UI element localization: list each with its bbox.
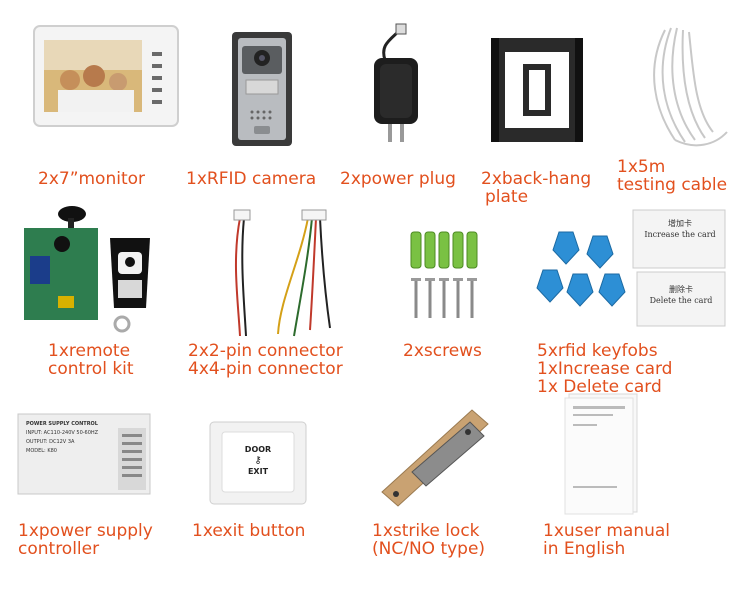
increase-card-cn: 增加卡 xyxy=(668,219,692,228)
power-supply-item: POWER SUPPLY CONTROL INPUT: AC110-240V 5… xyxy=(0,400,190,600)
psu-title: POWER SUPPLY CONTROL xyxy=(26,421,98,427)
power-supply-caption-line-1: 1xpower supply xyxy=(18,521,153,541)
connectors-item: 2x2-pin connector 4x4-pin connector xyxy=(180,200,395,385)
manual-icon xyxy=(564,393,638,515)
user-manual-caption-line-2: in English xyxy=(543,539,626,559)
back-hang-plate-caption-line-2: plate xyxy=(485,187,529,207)
power-supply-icon xyxy=(17,413,151,495)
delete-card: 删除卡 Delete the card xyxy=(639,284,723,306)
screws-caption: 2xscrews xyxy=(403,342,482,360)
exit-button-caption: 1xexit button xyxy=(192,522,305,540)
exit-label-door: DOOR xyxy=(244,445,272,454)
testing-cable-caption-line-2: testing cable xyxy=(617,175,728,195)
user-manual-caption: 1xuser manual in English xyxy=(543,522,670,558)
camera-item: 1xRFID camera xyxy=(180,0,340,200)
psu-output: OUTPUT: DC12V 3A xyxy=(26,439,75,445)
power-supply-caption-line-2: controller xyxy=(18,539,100,559)
power-plug-item: 2xpower plug xyxy=(340,0,480,200)
strike-lock-caption-line-2: (NC/NO type) xyxy=(372,539,486,559)
remote-control-kit-caption: 1xremote control kit xyxy=(48,342,134,378)
strike-lock-icon xyxy=(381,409,489,507)
screw-icon xyxy=(410,231,478,318)
testing-cable-caption-line-1: 1x5m xyxy=(617,157,666,177)
delete-card-cn: 删除卡 xyxy=(669,285,693,294)
power-supply-caption: 1xpower supply controller xyxy=(18,522,153,558)
monitor-item: 2x7”monitor xyxy=(0,0,180,200)
remote-icon xyxy=(24,206,150,333)
psu-input: INPUT: AC110-240V 50-60HZ xyxy=(26,430,99,436)
connectors-caption-line-2: 4x4-pin connector xyxy=(188,359,343,379)
screws-item: 2xscrews xyxy=(395,200,525,385)
power-plug-icon xyxy=(374,23,418,142)
exit-button-face: DOOR ⚷ EXIT xyxy=(222,444,294,477)
monitor-caption-line-1: 2x7”monitor xyxy=(38,169,146,189)
keyfobs-caption-line-3: 1x Delete card xyxy=(537,377,662,397)
camera-icon xyxy=(232,32,292,146)
exit-label-exit: EXIT xyxy=(247,467,269,476)
keyfob-icon xyxy=(536,209,726,327)
monitor-caption: 2x7”monitor xyxy=(38,170,145,188)
power-plug-caption: 2xpower plug xyxy=(340,170,456,188)
wire-connector-icon xyxy=(233,209,331,337)
increase-card: 增加卡 Increase the card xyxy=(637,218,723,240)
exit-button-item: DOOR ⚷ EXIT 1xexit button xyxy=(190,400,360,600)
connectors-caption-line-1: 2x2-pin connector xyxy=(188,341,343,361)
testing-cable-caption: 1x5m testing cable xyxy=(617,158,727,194)
connectors-caption: 2x2-pin connector 4x4-pin connector xyxy=(188,342,343,378)
psu-model: MODEL: K80 xyxy=(26,448,57,454)
camera-caption-line-1: 1xRFID camera xyxy=(186,169,317,189)
monitor-icon xyxy=(33,25,179,127)
increase-card-en: Increase the card xyxy=(644,230,716,239)
exit-button-icon xyxy=(209,421,307,505)
exit-button-caption-line-1: 1xexit button xyxy=(192,521,306,541)
user-manual-item: 1xuser manual in English xyxy=(535,390,750,600)
cable-icon xyxy=(653,27,728,147)
keyfobs-caption: 5xrfid keyfobs 1xIncrease card 1x Delete… xyxy=(537,342,672,396)
key-icon: ⚷ xyxy=(254,455,262,466)
camera-caption: 1xRFID camera xyxy=(186,170,316,188)
bracket-icon xyxy=(491,38,583,142)
keyfobs-caption-line-2: 1xIncrease card xyxy=(537,359,673,379)
strike-lock-caption-line-1: 1xstrike lock xyxy=(372,521,480,541)
remote-control-kit-caption-line-1: 1xremote xyxy=(48,341,131,361)
remote-control-kit-item: 1xremote control kit xyxy=(0,200,180,385)
back-hang-plate-caption: 2xback-hang plate xyxy=(481,170,591,206)
delete-card-en: Delete the card xyxy=(649,296,713,305)
user-manual-caption-line-1: 1xuser manual xyxy=(543,521,671,541)
back-hang-plate-caption-line-1: 2xback-hang xyxy=(481,169,592,189)
keyfobs-item: 增加卡 Increase the card 删除卡 Delete the car… xyxy=(525,200,750,400)
power-plug-caption-line-1: 2xpower plug xyxy=(340,169,456,189)
screws-caption-line-1: 2xscrews xyxy=(403,341,482,361)
testing-cable-item: 1x5m testing cable xyxy=(615,0,750,200)
strike-lock-caption: 1xstrike lock (NC/NO type) xyxy=(372,522,485,558)
back-hang-plate-item: 2xback-hang plate xyxy=(475,0,615,210)
strike-lock-item: 1xstrike lock (NC/NO type) xyxy=(360,400,535,600)
psu-label: POWER SUPPLY CONTROL INPUT: AC110-240V 5… xyxy=(26,420,98,456)
remote-control-kit-caption-line-2: control kit xyxy=(48,359,134,379)
keyfobs-caption-line-1: 5xrfid keyfobs xyxy=(537,341,658,361)
